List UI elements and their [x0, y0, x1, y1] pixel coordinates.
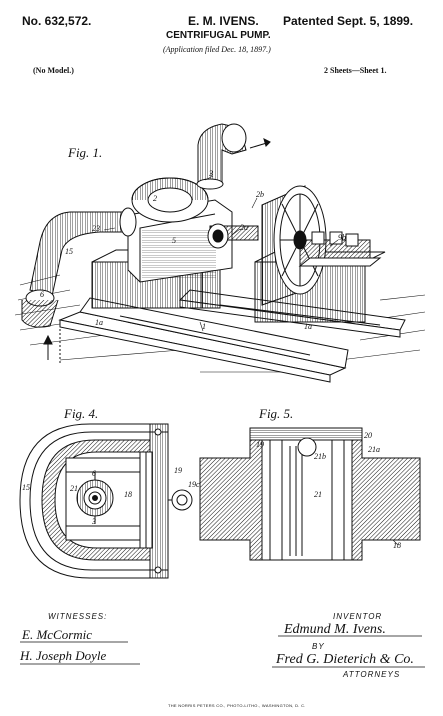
fig4-ref-18: 18 — [124, 490, 132, 499]
fig1-ref-2: 2 — [153, 194, 157, 203]
fig4-ref-6: 6 — [92, 469, 96, 478]
fig5-ref-19: 19 — [256, 440, 264, 449]
fig5-ref-21b: 21b — [314, 452, 326, 461]
patent-number: No. 632,572. — [22, 14, 92, 28]
fig1-label: Fig. 1. — [68, 145, 103, 160]
document-title: CENTRIFUGAL PUMP. — [166, 30, 271, 41]
attorneys-heading: ATTORNEYS — [343, 670, 401, 679]
witness-2-signature: H. Joseph Doyle — [20, 648, 107, 663]
application-date: (Application filed Dec. 18, 1897.) — [163, 45, 271, 54]
fig1-ref-23: 23 — [92, 224, 100, 233]
witness-1-signature: E. McCormic — [22, 627, 93, 642]
fig5-ref-18: 18 — [393, 541, 401, 550]
printer-credit: THE NORRIS PETERS CO., PHOTO-LITHO., WAS… — [168, 703, 306, 708]
fig1-pump-casing — [127, 177, 233, 283]
fig1-flow-arrow — [43, 325, 61, 365]
fig4-ref-19c: 19c — [188, 480, 200, 489]
fig1-outlet-pipe — [196, 123, 271, 190]
fig5-label: Fig. 5. — [259, 406, 294, 421]
fig1-ref-1: 1 — [202, 322, 206, 331]
fig1-ref-15: 15 — [65, 247, 73, 256]
patent-date: Patented Sept. 5, 1899. — [283, 14, 414, 28]
fig1-ref-6: 6 — [40, 290, 44, 299]
attorney-signature: Fred G. Dieterich & Co. — [276, 652, 414, 667]
fig4-ref-19: 19 — [174, 466, 182, 475]
inventor-signature: Edmund M. Ivens. — [284, 622, 386, 637]
fig5-ref-21: 21 — [314, 490, 322, 499]
fig1-drive — [298, 231, 382, 267]
model-note: (No Model.) — [33, 66, 74, 75]
fig5-ref-20: 20 — [364, 431, 372, 440]
by-label: BY — [312, 642, 325, 651]
fig1-ref-9b: 9b — [338, 233, 346, 242]
fig1-ref-2b: 2b — [256, 190, 264, 199]
fig4-label: Fig. 4. — [64, 406, 99, 421]
fig1-ref-1a-left: 1a — [95, 318, 103, 327]
fig1-ref-3: 3 — [209, 169, 213, 178]
fig1-shaft — [207, 223, 259, 249]
fig4-ref-21: 21 — [70, 484, 78, 493]
inventor-heading: INVENTOR — [333, 612, 383, 621]
fig1-suction-pipe — [21, 207, 137, 328]
fig1-ref-2a: 2a — [240, 223, 248, 232]
fig4-ref-3: 3 — [92, 517, 96, 526]
witnesses-heading: WITNESSES: — [48, 612, 108, 621]
fig4-ref-15: 15 — [22, 483, 30, 492]
fig1-ref-1a-right: 1a — [304, 322, 312, 331]
fig1-ref-5: 5 — [172, 236, 176, 245]
inventor-name: E. M. IVENS. — [188, 14, 259, 28]
sheet-count: 2 Sheets—Sheet 1. — [324, 66, 387, 75]
fig5-ref-21a: 21a — [368, 445, 380, 454]
